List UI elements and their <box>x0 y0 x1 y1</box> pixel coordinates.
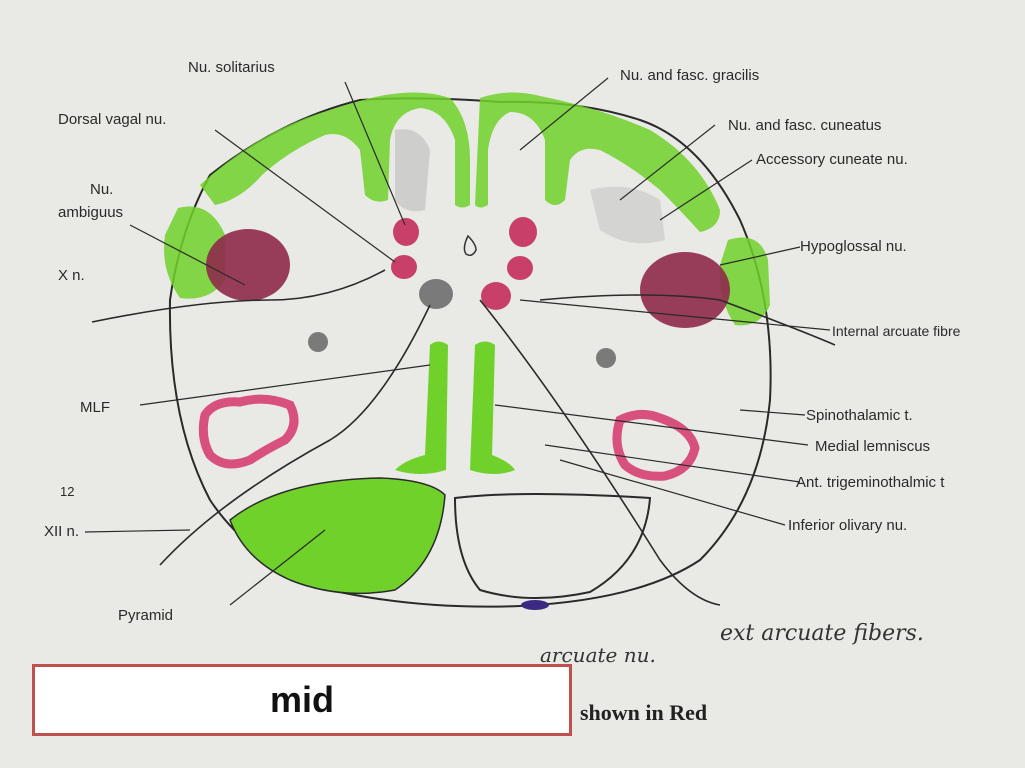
label-mlf: MLF <box>80 399 110 416</box>
label-ext-arcuate: ext arcuate fibers. <box>720 621 924 646</box>
label-spinothalamic: Spinothalamic t. <box>806 407 913 424</box>
right-spinal-nucleus <box>640 252 730 328</box>
label-cuneatus: Nu. and fasc. cuneatus <box>728 117 881 134</box>
arcuate-nucleus <box>521 600 549 610</box>
label-accessory-cuneate: Accessory cuneate nu. <box>756 151 908 168</box>
label-gracilis: Nu. and fasc. gracilis <box>620 67 759 84</box>
ambiguus-gray-nucleus <box>419 279 453 309</box>
right-nucleus-1 <box>509 217 537 247</box>
label-nu-ambiguus-1: Nu. <box>90 181 113 198</box>
label-x-nerve: X n. <box>58 267 85 284</box>
dorsal-vagal-nucleus <box>391 255 417 279</box>
label-medial-lemniscus: Medial lemniscus <box>815 438 930 455</box>
label-shown-in-red: shown in Red <box>580 700 707 725</box>
label-inferior-olivary: Inferior olivary nu. <box>788 517 907 534</box>
label-dorsal-vagal: Dorsal vagal nu. <box>58 111 166 128</box>
label-internal-arcuate: Internal arcuate fibre <box>832 323 961 339</box>
overlay-label: mid <box>270 679 334 721</box>
label-nu-solitarius: Nu. solitarius <box>188 59 275 76</box>
left-spinal-nucleus <box>206 229 290 301</box>
label-pyramid: Pyramid <box>118 607 173 624</box>
gray-hatch-left <box>395 129 430 211</box>
label-num-12: 12 <box>60 484 74 499</box>
label-nu-ambiguus-2: ambiguus <box>58 204 123 221</box>
solitarius-nucleus <box>393 218 419 246</box>
label-ant-trigeminothalamic: Ant. trigeminothalmic t <box>796 474 945 491</box>
right-nucleus-2 <box>507 256 533 280</box>
label-hypoglossal: Hypoglossal nu. <box>800 238 907 255</box>
label-xii-nerve: XII n. <box>44 523 79 540</box>
right-gray-circle <box>596 348 616 368</box>
overlay-label-box: mid <box>32 664 572 736</box>
left-gray-circle <box>308 332 328 352</box>
